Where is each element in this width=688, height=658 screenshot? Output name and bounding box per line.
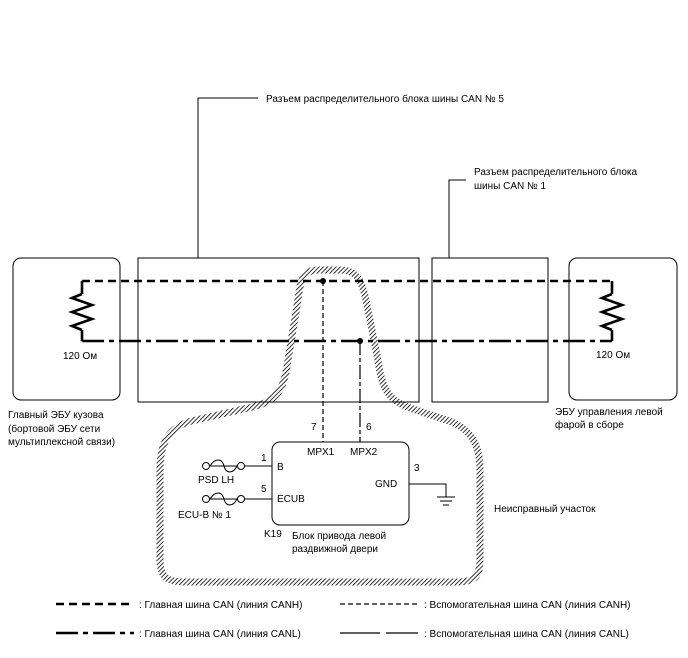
legend-main-canl-label: : Главная шина CAN (линия CANL) xyxy=(139,629,301,640)
left-terminating-resistor xyxy=(68,281,96,341)
unit-name-line1: Блок привода левой xyxy=(292,531,386,542)
main-body-ecu-box xyxy=(12,257,121,401)
connector-1-leader xyxy=(448,179,466,258)
ground-icon xyxy=(437,496,455,506)
left-resistor-label: 120 Ом xyxy=(63,351,97,362)
pin-gnd-label: GND xyxy=(375,479,397,490)
unit-name-line2: раздвижной двери xyxy=(292,544,378,555)
connector-5-label: Разъем распределительного блока шины CAN… xyxy=(266,93,504,105)
junction-connector-5-box xyxy=(137,257,420,403)
pin-ecub-number: 5 xyxy=(261,484,267,495)
left-ecu-label-line2: (бортовой ЭБУ сети xyxy=(8,423,100,435)
left-ecu-label-line1: Главный ЭБУ кузова xyxy=(8,410,104,421)
right-terminating-resistor xyxy=(598,281,626,341)
psd-fuse-icon xyxy=(202,459,245,473)
right-ecu-label-line1: ЭБУ управления левой xyxy=(555,407,663,418)
right-resistor-label: 120 Ом xyxy=(596,350,630,361)
pin-gnd-number: 3 xyxy=(414,463,420,474)
legend-main-canh-label: : Главная шина CAN (линия CANH) xyxy=(139,600,302,611)
legend-sub-canl-label: : Вспомогательная шина CAN (линия CANL) xyxy=(424,629,629,640)
legend-sub-canh-label: : Вспомогательная шина CAN (линия CANH) xyxy=(424,600,631,611)
pin-ecub-label: ECUB xyxy=(277,494,305,505)
pin-mpx1-label: MPX1 xyxy=(307,447,335,458)
pin-mpx2-label: MPX2 xyxy=(350,447,378,458)
pin-b-label: B xyxy=(277,462,284,473)
connector-1-label-line2: шины CAN № 1 xyxy=(474,181,546,192)
faulty-area-label: Неисправный участок xyxy=(494,504,596,515)
pin-mpx2-number: 6 xyxy=(366,422,372,433)
left-ecu-label-line3: мультиплексной связи) xyxy=(8,437,115,448)
faulty-area-outline xyxy=(156,266,484,586)
unit-code: K19 xyxy=(264,529,282,540)
connector-1-label-line1: Разъем распределительного блока xyxy=(474,166,638,178)
connector-5-leader xyxy=(197,97,258,258)
ecub-fuse-icon xyxy=(202,492,245,506)
pin-b-number: 1 xyxy=(261,453,267,464)
junction-connector-1-box xyxy=(431,257,549,403)
pin-mpx1-number: 7 xyxy=(311,422,317,433)
right-ecu-label-line2: фарой в сборе xyxy=(555,419,624,431)
headlight-ecu-box xyxy=(568,257,678,401)
gnd-wire xyxy=(409,483,447,497)
fuse-ecub-label: ECU-B № 1 xyxy=(178,510,231,521)
fuse-psd-label: PSD LH xyxy=(198,475,234,486)
